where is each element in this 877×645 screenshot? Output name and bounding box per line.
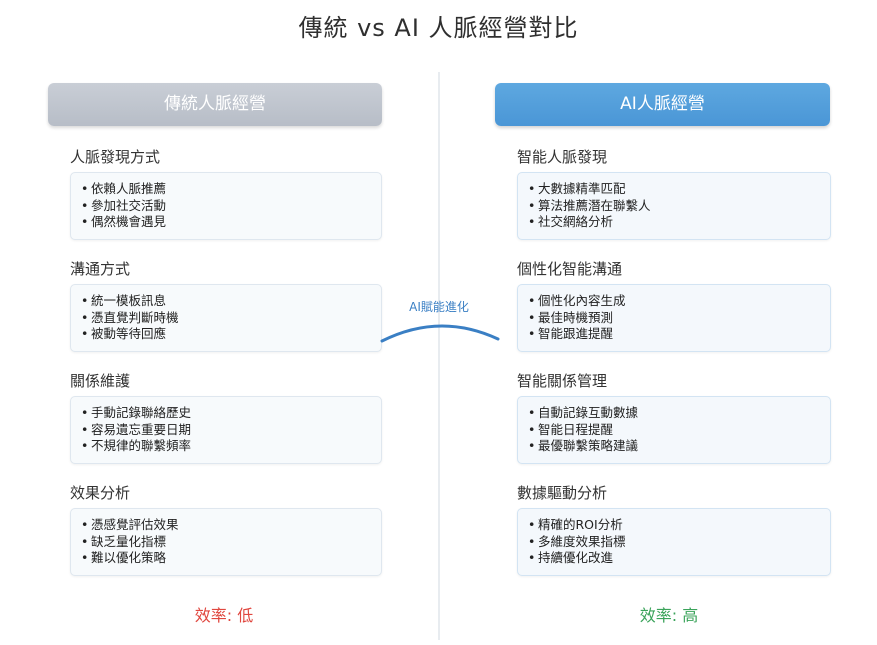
efficiency-high-label: 效率: 高	[639, 606, 699, 625]
evolution-arc-icon	[380, 324, 500, 343]
list-item: •憑直覺判斷時機	[81, 309, 179, 325]
list-item: •自動記錄互動數據	[528, 405, 639, 420]
section-box: •精確的ROI分析 •多維度效果指標 •持續優化改進	[517, 508, 831, 576]
section-box: •大數據精準匹配 •算法推薦潛在聯繫人 •社交網絡分析	[517, 172, 831, 240]
list-item: •大數據精準匹配	[528, 181, 626, 196]
traditional-header: 傳統人脈經營	[48, 83, 382, 126]
list-item: •被動等待回應	[81, 326, 167, 341]
list-item: •個性化內容生成	[528, 293, 626, 308]
page-title: 傳統 vs AI 人脈經營對比	[298, 14, 579, 42]
section-title: 個性化智能溝通	[517, 260, 623, 278]
list-item: •依賴人脈推薦	[81, 181, 167, 196]
list-item: •憑感覺評估效果	[81, 517, 179, 532]
connector-label: AI賦能進化	[409, 300, 469, 314]
list-item: •容易遺忘重要日期	[81, 421, 192, 437]
section-box: •個性化內容生成 •最佳時機預測 •智能跟進提醒	[517, 284, 831, 352]
section-box: •統一模板訊息 •憑直覺判斷時機 •被動等待回應	[70, 284, 382, 352]
list-item: •偶然機會遇見	[81, 214, 167, 229]
center-divider	[438, 72, 440, 640]
section-title: 智能關係管理	[517, 372, 608, 390]
section-title: 人脈發現方式	[70, 148, 161, 166]
section-box: •自動記錄互動數據 •智能日程提醒 •最優聯繫策略建議	[517, 396, 831, 464]
efficiency-low-label: 效率: 低	[194, 606, 254, 625]
list-item: •智能跟進提醒	[528, 326, 614, 341]
section-box: •憑感覺評估效果 •缺乏量化指標 •難以優化策略	[70, 508, 382, 576]
section-box: •手動記錄聯絡歷史 •容易遺忘重要日期 •不規律的聯繫頻率	[70, 396, 382, 464]
list-item: •智能日程提醒	[528, 421, 614, 437]
section-title: 數據驅動分析	[517, 484, 608, 502]
ai-header: AI人脈經營	[495, 83, 830, 126]
list-item: •統一模板訊息	[81, 293, 167, 308]
section-title: 關係維護	[70, 372, 131, 390]
list-item: •最優聯繫策略建議	[528, 438, 639, 453]
list-item: •參加社交活動	[81, 197, 167, 213]
list-item: •最佳時機預測	[528, 309, 614, 325]
list-item: •算法推薦潛在聯繫人	[528, 197, 651, 213]
list-item: •難以優化策略	[81, 550, 167, 565]
list-item: •缺乏量化指標	[81, 533, 167, 549]
section-title: 智能人脈發現	[517, 148, 608, 166]
list-item: •手動記錄聯絡歷史	[81, 405, 192, 420]
section-title: 效果分析	[70, 484, 131, 502]
list-item: •不規律的聯繫頻率	[81, 438, 192, 453]
list-item: •精確的ROI分析	[528, 517, 623, 532]
list-item: •持續優化改進	[528, 550, 614, 565]
section-title: 溝通方式	[70, 260, 131, 278]
list-item: •多維度效果指標	[528, 533, 626, 549]
section-box: •依賴人脈推薦 •參加社交活動 •偶然機會遇見	[70, 172, 382, 240]
list-item: •社交網絡分析	[528, 214, 614, 229]
